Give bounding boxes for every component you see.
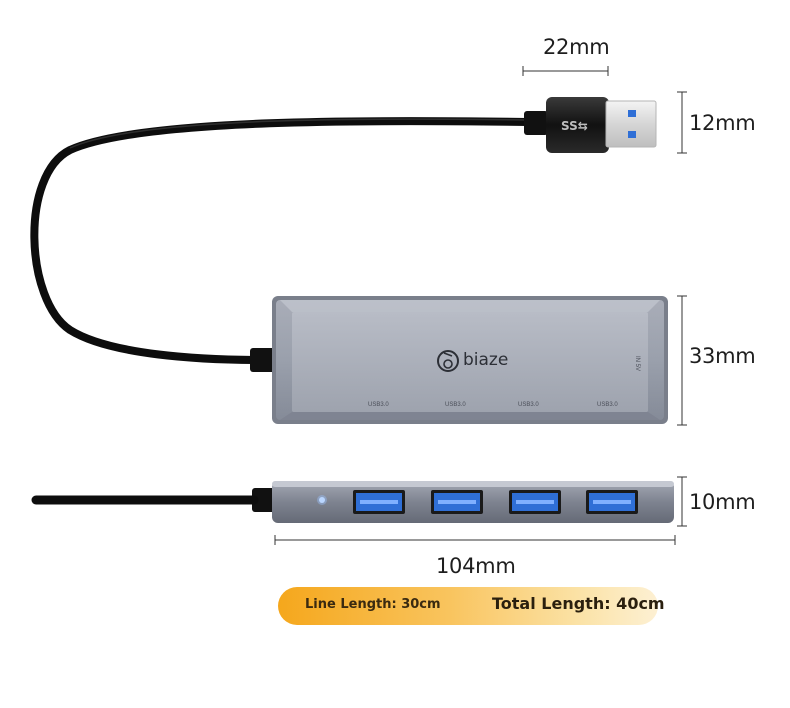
port-2 — [431, 490, 483, 514]
port-label-4: USB3.0 — [597, 402, 618, 408]
port-label-3: USB3.0 — [518, 402, 539, 408]
strain-relief-top — [250, 348, 276, 372]
hub-top-view — [272, 296, 668, 424]
hub-depth-label: 33mm — [689, 344, 756, 368]
port-label-1: USB3.0 — [368, 402, 389, 408]
port-label-2: USB3.0 — [445, 402, 466, 408]
total-length-text: Total Length: 40cm — [492, 594, 665, 613]
hub-length-label: 104mm — [436, 554, 516, 578]
plug-width-label: 22mm — [543, 35, 610, 59]
ss-logo: SS⇆ — [561, 119, 588, 133]
port-4 — [586, 490, 638, 514]
usb-plug — [524, 97, 657, 153]
cable — [30, 117, 532, 364]
length-banner — [278, 587, 658, 625]
hub-thickness-label: 10mm — [689, 490, 756, 514]
port-3 — [509, 490, 561, 514]
plug-height-label: 12mm — [689, 111, 756, 135]
brand-text: biaze — [463, 350, 509, 370]
line-length-text: Line Length: 30cm — [305, 597, 441, 612]
port-1 — [353, 490, 405, 514]
